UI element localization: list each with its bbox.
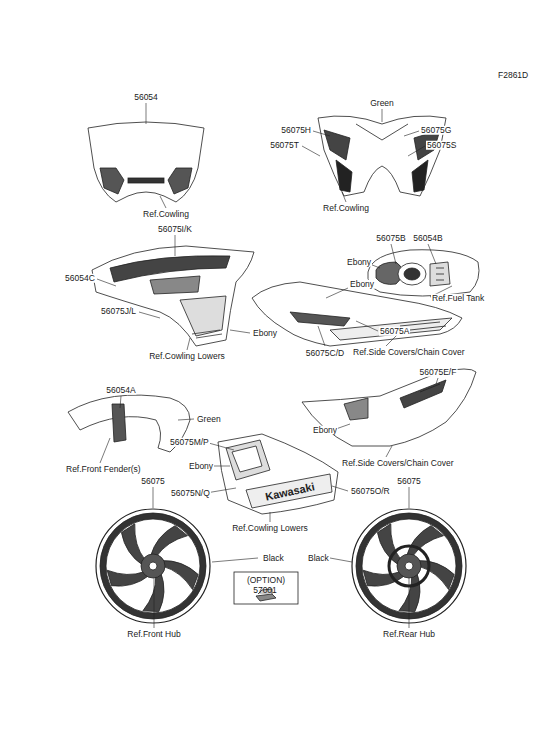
color-note: Black [262, 554, 285, 563]
part-number: 56054 [133, 93, 159, 102]
part-number: 56054B [412, 234, 443, 243]
reference-note: Ref.Cowling [142, 210, 190, 219]
part-number: 56075O/R [350, 487, 391, 496]
part-number: 56054A [105, 386, 136, 395]
color-note: Ebony [349, 280, 375, 289]
color-note: Ebony [252, 329, 278, 338]
reference-note: Ref.Rear Hub [382, 630, 436, 639]
reference-note: Ref.Side Covers/Chain Cover [341, 459, 455, 468]
part-number: 56075H [280, 126, 312, 135]
part-number: 56075M/P [169, 438, 210, 447]
side-cowl [92, 246, 254, 346]
tail-cover [252, 282, 462, 346]
part-number: 56075 [396, 477, 422, 486]
color-note: Ebony [188, 462, 214, 471]
part-number: 56075E/F [419, 368, 458, 377]
reference-note: Ref.Cowling Lowers [231, 524, 309, 533]
reference-note: Ref.Fuel Tank [431, 294, 485, 303]
reference-note: Ref.Cowling Lowers [148, 352, 226, 361]
option-box [234, 572, 298, 604]
figure-code: F2861D [497, 71, 529, 80]
part-number: 56075I/K [157, 225, 193, 234]
leader-lines [97, 103, 452, 628]
color-note: Ebony [346, 258, 372, 267]
part-number: 56075C/D [305, 349, 345, 358]
option-note: (OPTION) [246, 576, 286, 585]
reference-note: Ref.Cowling [322, 204, 370, 213]
part-number: 56075G [420, 126, 452, 135]
color-note: Black [307, 554, 330, 563]
color-note: Ebony [312, 426, 338, 435]
reference-note: Ref.Side Covers/Chain Cover [352, 348, 466, 357]
part-number: 56075B [375, 234, 406, 243]
fuel-tank [368, 250, 479, 296]
reference-note: Ref.Front Fender(s) [65, 465, 142, 474]
part-number: 56054C [64, 274, 96, 283]
part-number: 56075S [426, 141, 457, 150]
part-number: 56075T [269, 141, 300, 150]
part-number: 56075N/Q [170, 489, 211, 498]
part-number: 57001 [252, 586, 278, 595]
side-cover [302, 369, 476, 446]
color-note: Green [369, 99, 395, 108]
reference-note: Ref.Front Hub [126, 630, 181, 639]
part-number: 56075J/L [100, 307, 137, 316]
part-number: 56075 [140, 477, 166, 486]
part-number: 56075A [379, 327, 410, 336]
windscreen [88, 122, 204, 202]
lower-cowl [218, 434, 338, 514]
color-note: Green [196, 415, 222, 424]
wheels [96, 509, 466, 623]
